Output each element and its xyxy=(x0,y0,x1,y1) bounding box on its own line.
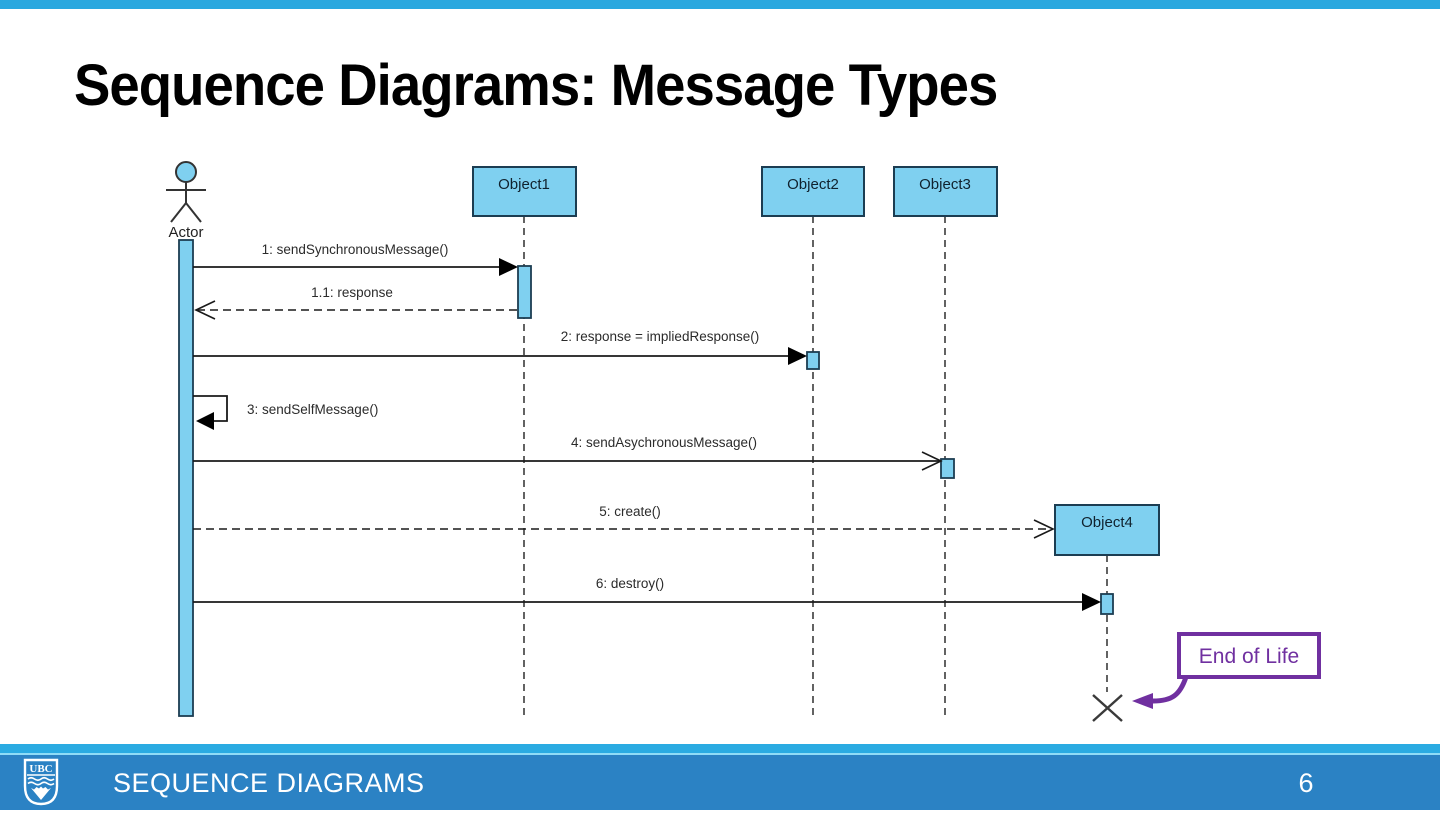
object1-label: Object1 xyxy=(498,176,550,193)
slide-title: Sequence Diagrams: Message Types xyxy=(74,53,998,118)
end-of-life-callout: End of Life xyxy=(1132,632,1321,709)
message-2-implied-response: 2: response = impliedResponse() xyxy=(193,329,807,365)
filled-arrowhead-icon xyxy=(788,347,807,365)
message-4-label: 4: sendAsychronousMessage() xyxy=(571,435,757,450)
ubc-logo-text: UBC xyxy=(29,763,52,775)
filled-arrowhead-icon xyxy=(1082,593,1101,611)
callout-arrow xyxy=(1152,676,1189,704)
object1-box xyxy=(472,166,577,217)
message-1-1-label: 1.1: response xyxy=(311,285,393,300)
open-arrowhead-icon xyxy=(921,451,943,471)
footer-accent-strip xyxy=(0,744,1440,753)
message-5-label: 5: create() xyxy=(599,504,661,519)
actor-head xyxy=(175,161,197,183)
object3-box xyxy=(893,166,998,217)
footer-section-title: SEQUENCE DIAGRAMS xyxy=(113,768,425,798)
callout-arrowhead-icon xyxy=(1132,693,1153,709)
page-number: 6 xyxy=(1298,768,1314,798)
actor-figure xyxy=(166,161,206,223)
message-1-1-return: 1.1: response xyxy=(194,285,518,320)
message-6-destroy: 6: destroy() xyxy=(193,576,1101,611)
filled-arrowhead-icon xyxy=(499,258,518,276)
footer: UBC SEQUENCE DIAGRAMS 6 xyxy=(0,744,1440,810)
actor-label: Actor xyxy=(168,224,203,241)
end-of-life-label: End of Life xyxy=(1199,645,1299,668)
object3-activation-bar xyxy=(940,458,955,479)
termination-x-icon xyxy=(1092,694,1123,722)
object4-box xyxy=(1054,504,1160,556)
object2-label: Object2 xyxy=(787,176,839,193)
object4-label: Object4 xyxy=(1081,514,1133,531)
open-arrowhead-icon xyxy=(194,300,216,320)
object4-activation-bar xyxy=(1100,593,1114,615)
ubc-shield-logo: UBC xyxy=(23,758,59,806)
message-3-self: 3: sendSelfMessage() xyxy=(193,395,378,430)
open-arrowhead-icon xyxy=(1033,519,1055,539)
message-1-sync: 1: sendSynchronousMessage() xyxy=(193,242,518,276)
filled-arrowhead-icon xyxy=(196,412,214,430)
object-boxes xyxy=(472,166,1160,556)
object2-activation-bar xyxy=(806,351,820,370)
message-3-label: 3: sendSelfMessage() xyxy=(247,402,378,417)
message-6-label: 6: destroy() xyxy=(596,576,664,591)
message-1-label: 1: sendSynchronousMessage() xyxy=(262,242,449,257)
footer-hairline xyxy=(0,753,1440,755)
object2-box xyxy=(761,166,865,217)
top-accent-bar xyxy=(0,0,1440,9)
message-4-async: 4: sendAsychronousMessage() xyxy=(193,435,943,471)
activation-bars xyxy=(178,239,1114,717)
message-5-create: 5: create() xyxy=(193,504,1055,539)
message-2-label: 2: response = impliedResponse() xyxy=(561,329,759,344)
actor-activation-bar xyxy=(178,239,194,717)
object3-label: Object3 xyxy=(919,176,971,193)
object1-activation-bar xyxy=(517,265,532,319)
footer-band xyxy=(0,755,1440,810)
lifelines xyxy=(523,216,1108,715)
